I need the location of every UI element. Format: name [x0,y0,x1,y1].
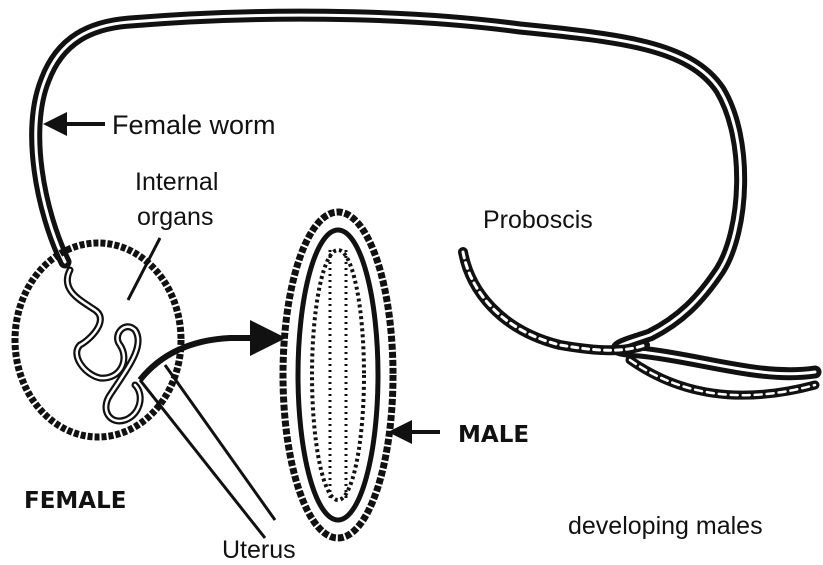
developing-males-label: developing males [568,514,763,539]
uterus-pointer-right [165,365,275,520]
female-label: FEMALE [24,490,126,513]
male-worm-body [283,212,393,538]
female-worm-label: Female worm [112,112,276,139]
female-enlargement-circle [15,243,181,437]
proboscis-label: Proboscis [483,208,593,233]
male-label: MALE [458,424,529,447]
internal-organs-label-line1: Internal [135,170,218,195]
internal-organs-coil [67,270,140,421]
internal-organs-label-line2: organs [137,205,213,230]
uterus-label: Uterus [222,538,296,563]
uterus-pointer-left [140,380,265,538]
female-to-male-arrow [140,338,268,380]
internal-organs-pointer [128,238,160,300]
